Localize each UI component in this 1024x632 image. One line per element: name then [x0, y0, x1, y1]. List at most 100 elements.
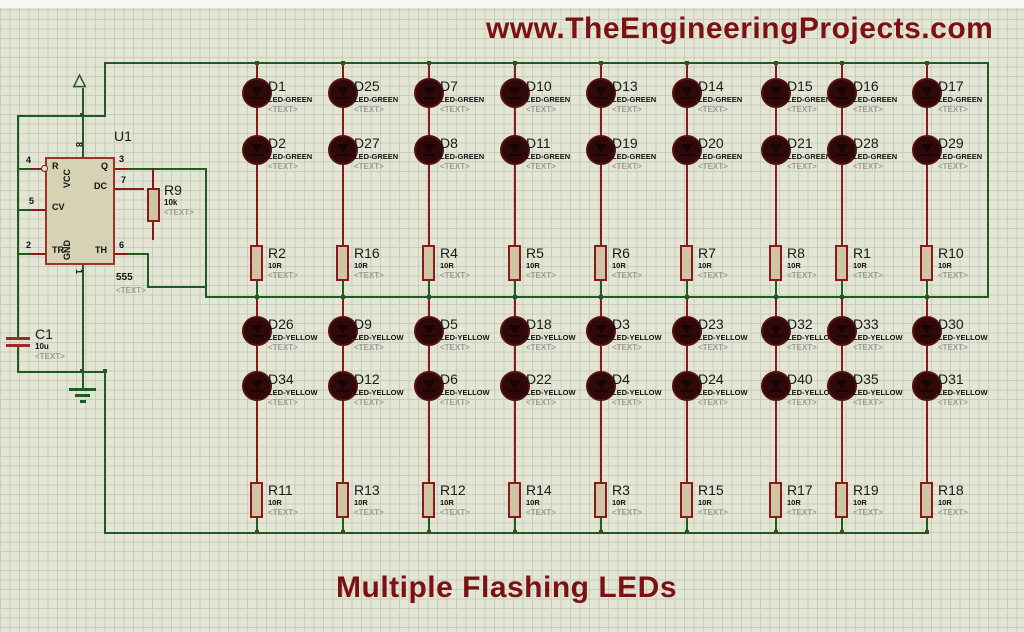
resistor-r12[interactable] [422, 482, 435, 518]
led-cathode-bar [337, 154, 349, 156]
resistor-r9[interactable] [147, 188, 160, 222]
led-anode-triangle [423, 87, 435, 96]
resistor-text: <TEXT> [440, 271, 470, 280]
led-d27[interactable] [328, 135, 358, 165]
wire [104, 62, 106, 117]
led-ref: D7 [440, 78, 458, 94]
led-d22[interactable] [500, 371, 530, 401]
led-cathode-bar [836, 97, 848, 99]
led-text: <TEXT> [526, 105, 556, 114]
resistor-r4[interactable] [422, 245, 435, 281]
resistor-r19[interactable] [835, 482, 848, 518]
led-d18[interactable] [500, 316, 530, 346]
led-anode-triangle [595, 380, 607, 389]
led-d20[interactable] [672, 135, 702, 165]
resistor-r10[interactable] [920, 245, 933, 281]
resistor-r8[interactable] [769, 245, 782, 281]
resistor-r1[interactable] [835, 245, 848, 281]
junction-dot [840, 61, 844, 65]
led-cathode-bar [509, 335, 521, 337]
led-d2[interactable] [242, 135, 272, 165]
led-d19[interactable] [586, 135, 616, 165]
led-text: <TEXT> [938, 105, 968, 114]
pin-stub-reset [30, 168, 42, 170]
led-text: <TEXT> [853, 343, 883, 352]
resistor-text: <TEXT> [787, 508, 817, 517]
resistor-r2[interactable] [250, 245, 263, 281]
led-d31[interactable] [912, 371, 942, 401]
resistor-r7[interactable] [680, 245, 693, 281]
led-cathode-bar [921, 390, 933, 392]
junction-dot [840, 530, 844, 534]
resistor-value: 10R [268, 261, 282, 270]
led-d9[interactable] [328, 316, 358, 346]
led-cathode-bar [595, 390, 607, 392]
resistor-r3[interactable] [594, 482, 607, 518]
junction-dot [774, 61, 778, 65]
led-text: <TEXT> [853, 162, 883, 171]
resistor-r17[interactable] [769, 482, 782, 518]
pin-stub-trigger [30, 253, 46, 255]
resistor-ref: R7 [698, 245, 716, 261]
resistor-r18[interactable] [920, 482, 933, 518]
resistor-text: <TEXT> [526, 508, 556, 517]
led-anode-triangle [509, 325, 521, 334]
ground-icon[interactable] [69, 388, 96, 391]
resistor-ref: R4 [440, 245, 458, 261]
wire [256, 281, 258, 298]
led-ref: D35 [853, 371, 879, 387]
wire-middle-rail [205, 296, 989, 298]
resistor-text: <TEXT> [938, 508, 968, 517]
led-cathode-bar [251, 390, 263, 392]
resistor-value: 10R [268, 498, 282, 507]
resistor-r6[interactable] [594, 245, 607, 281]
pin-label-discharge: DC [94, 181, 107, 191]
led-anode-triangle [836, 144, 848, 153]
resistor-value: 10R [440, 261, 454, 270]
led-anode-triangle [251, 380, 263, 389]
led-ref: D29 [938, 135, 964, 151]
resistor-text: <TEXT> [268, 271, 298, 280]
led-type: LED-GREEN [938, 152, 983, 161]
led-cathode-bar [836, 390, 848, 392]
power-terminal-icon[interactable]: △ [73, 70, 87, 89]
led-anode-triangle [770, 87, 782, 96]
led-d25[interactable] [328, 78, 358, 108]
led-type: LED-YELLOW [612, 388, 662, 397]
led-d40[interactable] [761, 371, 791, 401]
led-ref: D18 [526, 316, 552, 332]
led-cathode-bar [921, 97, 933, 99]
resistor-r14[interactable] [508, 482, 521, 518]
led-text: <TEXT> [354, 162, 384, 171]
led-d16[interactable] [827, 78, 857, 108]
led-d8[interactable] [414, 135, 444, 165]
timer-555-chip[interactable] [45, 157, 115, 265]
junction-dot [685, 530, 689, 534]
capacitor-c1[interactable] [6, 337, 30, 340]
capacitor-c1[interactable] [6, 344, 30, 347]
resistor-r5[interactable] [508, 245, 521, 281]
led-anode-triangle [681, 144, 693, 153]
led-text: <TEXT> [354, 398, 384, 407]
resistor-text: <TEXT> [787, 271, 817, 280]
junction-dot [599, 530, 603, 534]
led-cathode-bar [921, 154, 933, 156]
led-d6[interactable] [414, 371, 444, 401]
led-d35[interactable] [827, 371, 857, 401]
led-cathode-bar [337, 390, 349, 392]
resistor-ref: R11 [268, 482, 293, 498]
wire-output [205, 168, 207, 298]
resistor-text: <TEXT> [526, 271, 556, 280]
led-cathode-bar [681, 390, 693, 392]
capacitor-ref: C1 [35, 326, 53, 342]
led-cathode-bar [423, 390, 435, 392]
reset-inversion-bubble [41, 165, 48, 172]
resistor-r16[interactable] [336, 245, 349, 281]
resistor-r13[interactable] [336, 482, 349, 518]
resistor-r15[interactable] [680, 482, 693, 518]
resistor-r11[interactable] [250, 482, 263, 518]
led-type: LED-YELLOW [268, 333, 318, 342]
resistor-value: 10R [853, 261, 867, 270]
led-text: <TEXT> [354, 105, 384, 114]
resistor-value: 10R [787, 261, 801, 270]
